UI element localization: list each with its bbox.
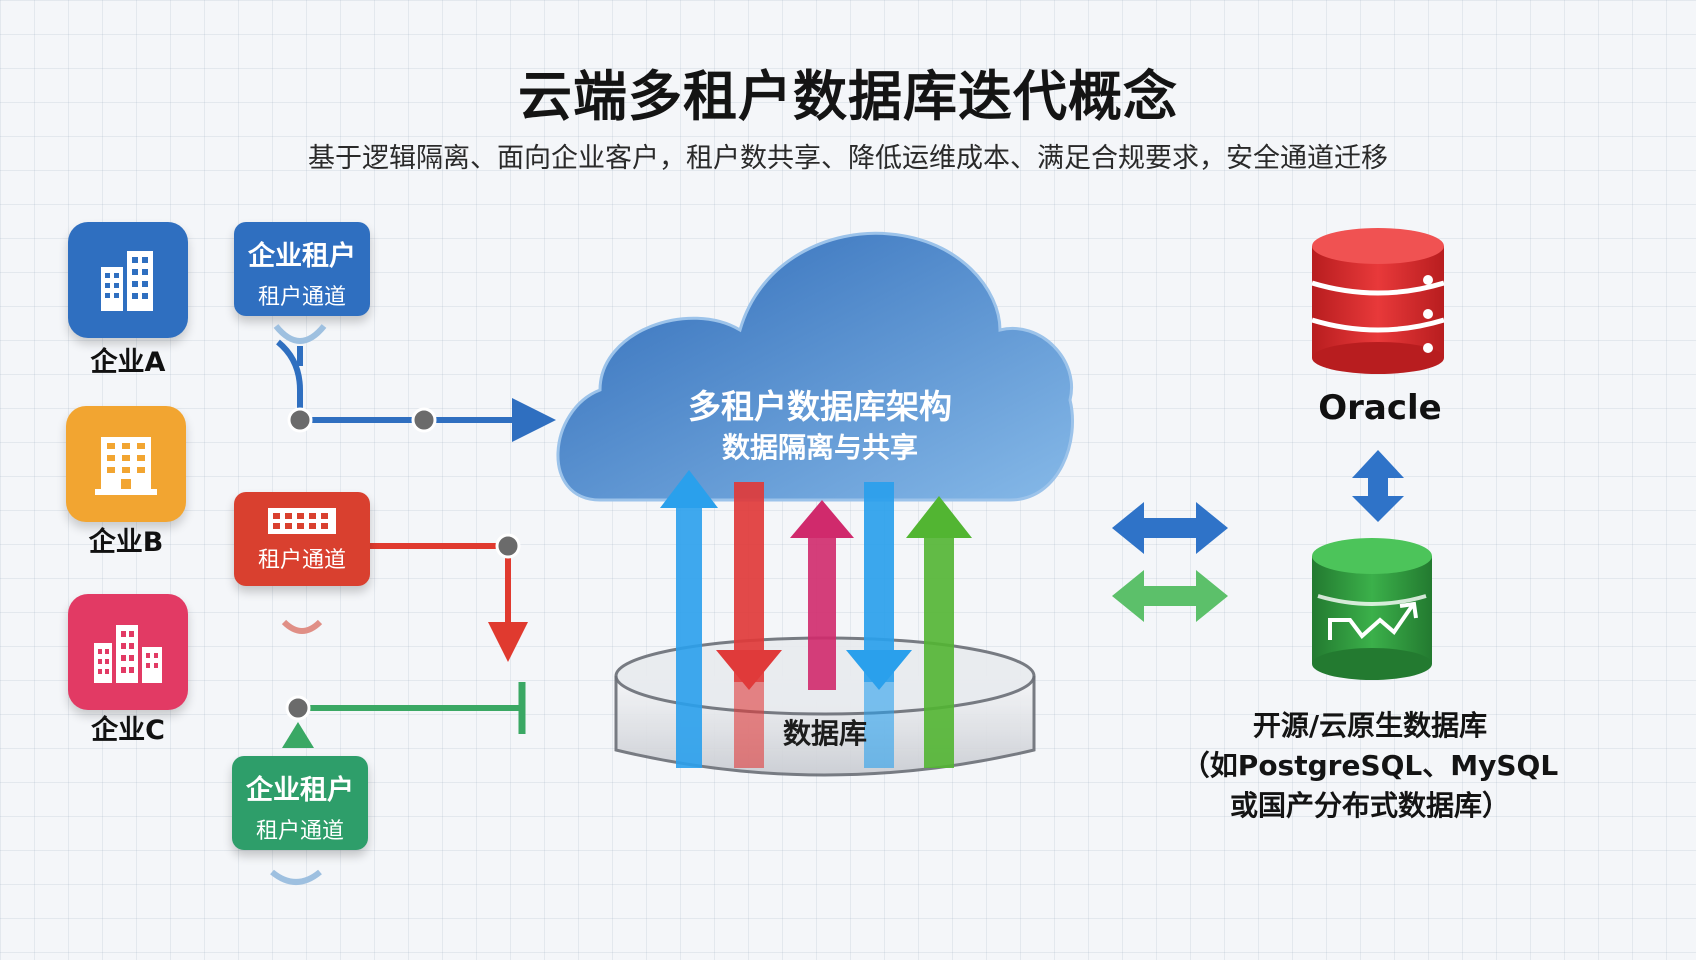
cloud-shape (556, 231, 1074, 502)
open-source-label-line-1: 开源/云原生数据库 (1252, 709, 1488, 742)
database-label: 数据库 (782, 717, 867, 750)
enterprise-b-card (66, 406, 186, 522)
open-source-label-line-2: （如PostgreSQL、MySQL (1181, 749, 1559, 782)
building-icon (101, 251, 153, 311)
page-title: 云端多租户数据库迭代概念 (518, 65, 1178, 128)
office-building-icon (95, 437, 157, 495)
connector-red (281, 533, 528, 662)
cloud-title: 多租户数据库架构 (688, 387, 952, 426)
tenant-subtitle: 租户通道 (255, 819, 344, 844)
tenant-1-link-icon (273, 324, 327, 366)
tenant-box-2: 租户通道 (234, 492, 370, 586)
connector-blue (276, 339, 556, 442)
open-source-database-icon (1312, 538, 1432, 680)
oracle-database-icon (1311, 228, 1445, 374)
tenant-subtitle: 租户通道 (257, 548, 346, 573)
tenant-subtitle: 租户通道 (257, 285, 346, 310)
city-buildings-icon (94, 625, 162, 683)
hotel-icon (268, 508, 336, 534)
data-flow-arrows (660, 470, 972, 768)
tenant-title: 企业租户 (246, 775, 354, 806)
tenant-box-3: 企业租户 租户通道 (232, 756, 368, 850)
connector-green (270, 682, 526, 885)
open-source-label-line-3: 或国产分布式数据库） (1229, 789, 1510, 822)
page-subtitle: 基于逻辑隔离、面向企业客户，租户数共享、降低运维成本、满足合规要求，安全通道迁移 (308, 143, 1388, 174)
enterprise-c-label: 企业C (91, 715, 165, 746)
cloud-subtitle: 数据隔离与共享 (721, 431, 918, 464)
tenant-title: 企业租户 (248, 241, 356, 272)
enterprise-b-label: 企业B (88, 527, 164, 558)
enterprise-a-label: 企业A (90, 347, 166, 378)
double-arrow-blue (1112, 502, 1228, 554)
enterprise-c-card (68, 594, 188, 710)
double-arrow-vertical (1352, 450, 1404, 522)
oracle-label: Oracle (1318, 388, 1442, 428)
double-arrow-green (1112, 570, 1228, 622)
tenant-box-1: 企业租户 租户通道 (234, 222, 370, 316)
enterprise-a-card (68, 222, 188, 338)
